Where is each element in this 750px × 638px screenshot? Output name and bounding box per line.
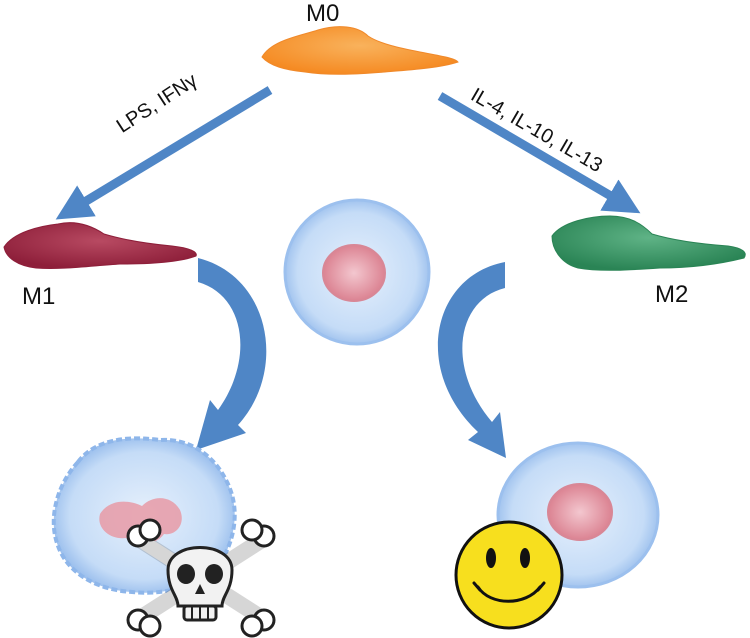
central-cell-nucleus [322,244,386,302]
healthy-cell-nucleus [547,483,613,541]
arrow-m0-to-m2 [437,92,641,214]
m2-macrophage-shape [551,215,746,271]
skull-crossbones-icon [126,518,276,638]
curved-arrow-right [437,262,506,458]
m2-label: M2 [655,281,689,308]
m1-label: M1 [22,283,56,310]
m0-label: M0 [306,0,340,27]
m1-macrophage-shape [3,222,197,270]
curved-arrow-left [196,258,267,450]
arrow-m0-to-m1 [55,86,273,220]
smiley-face-icon [454,520,564,630]
m0-macrophage-shape [261,26,459,75]
